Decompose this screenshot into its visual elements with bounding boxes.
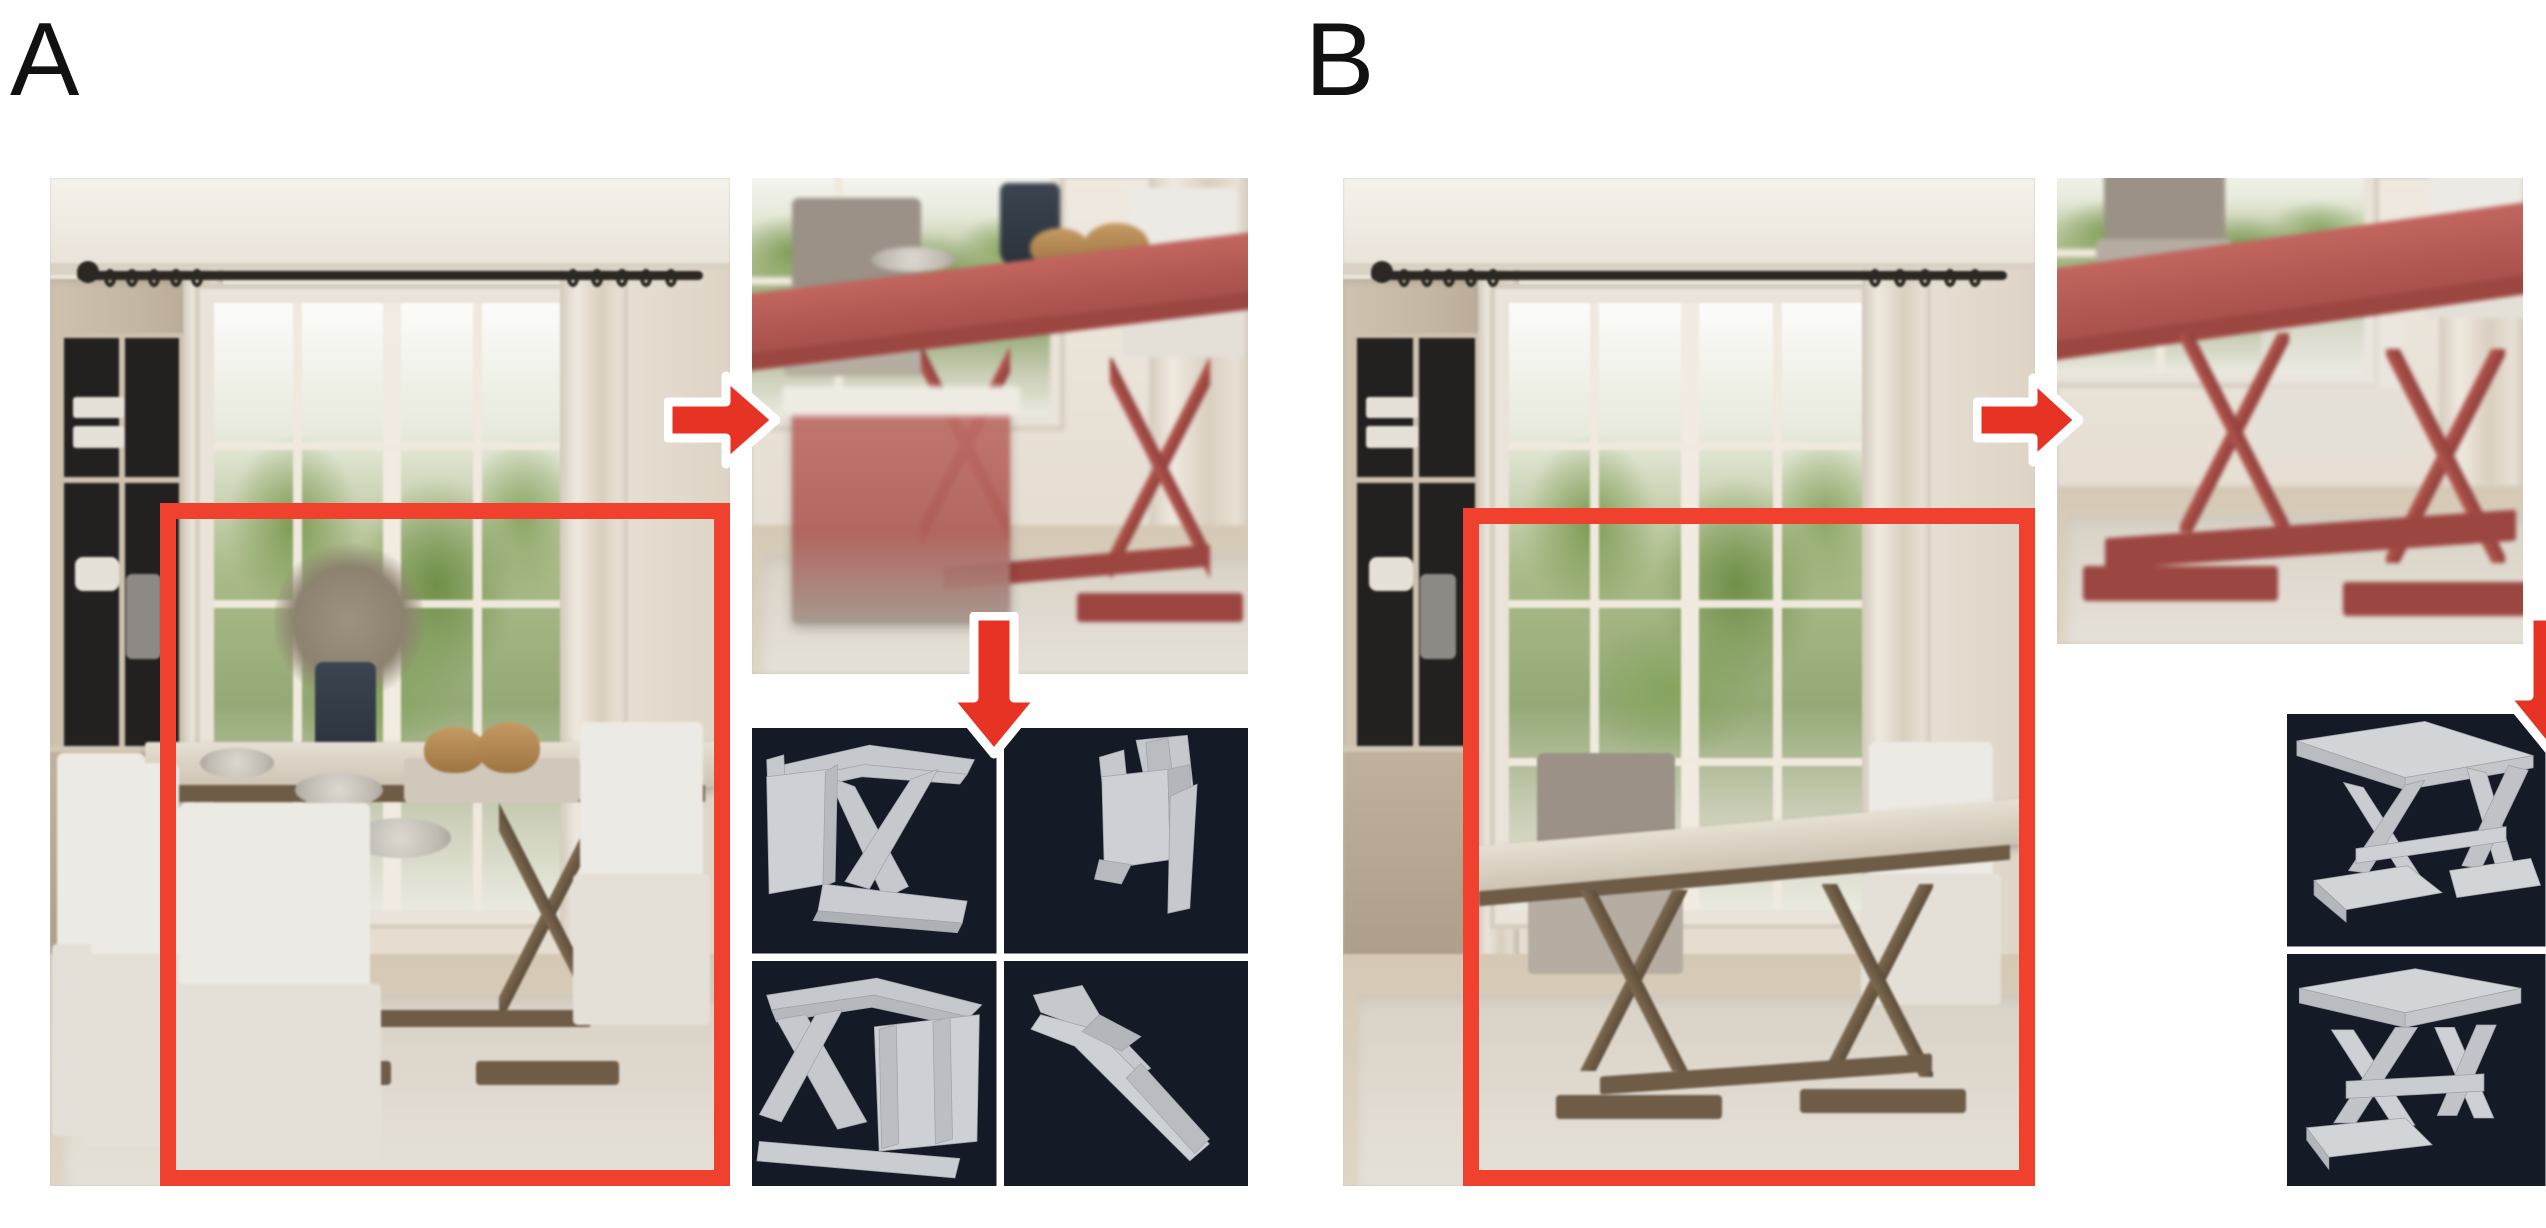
reconstruct-arrow-a [942,612,1046,760]
edit-arrow-b [1973,372,2083,468]
panel-a-edited-photo[interactable] [752,178,1248,674]
panel-a-mesh-view-2[interactable] [1003,728,1248,954]
panel-a-source-photo[interactable] [50,178,730,1186]
trestle-table-original-b [1467,798,2022,1125]
red-bleed-artifact-a [791,396,1010,625]
edit-arrow-a [664,370,780,470]
edited-red-table-a [752,228,1248,629]
panel-a-mesh-view-1[interactable] [752,728,997,954]
edited-red-table-b [2057,195,2523,617]
panel-b-edited-photo[interactable] [2057,178,2523,644]
panel-a-mesh-view-4[interactable] [1003,960,1248,1186]
panel-a: A [10,2,1248,1186]
reconstruct-arrow-b [2499,612,2546,756]
panel-b-mesh-view-3[interactable] [2287,953,2546,1186]
panel-a-mesh-grid [752,728,1248,1186]
panel-a-label: A [10,2,79,118]
panel-b-source-photo[interactable] [1343,178,2035,1186]
edited-red-table-crop-a [752,178,1248,674]
panel-a-mesh-view-3[interactable] [752,960,997,1186]
dining-room-scene-b [1343,178,2035,1186]
dining-room-scene-a [50,178,730,1186]
panel-b-label: B [1305,2,1374,118]
panel-b-mesh-grid [2287,714,2546,1186]
edited-red-table-crop-b [2057,178,2523,644]
panel-b-mesh-view-1[interactable] [2287,714,2546,947]
panel-b: B [1273,0,2546,1228]
